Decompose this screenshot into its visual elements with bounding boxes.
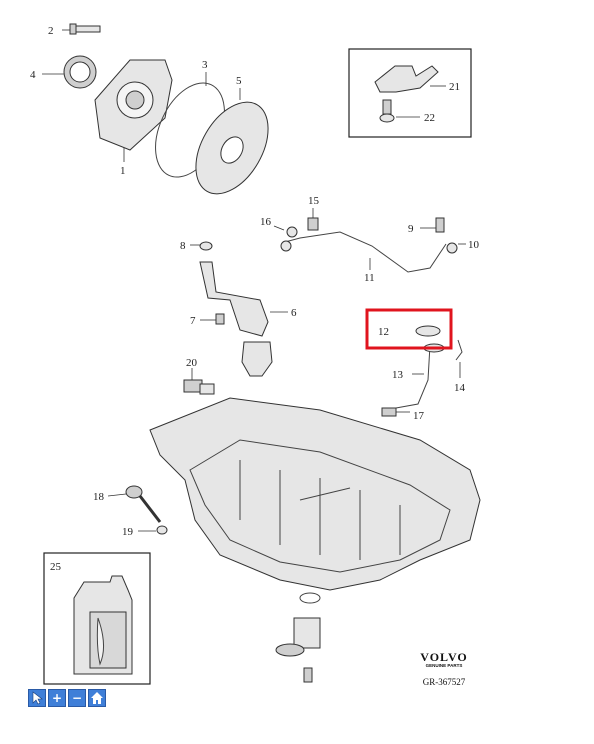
callout-21[interactable]: 21 bbox=[449, 81, 460, 93]
callout-19[interactable]: 19 bbox=[122, 526, 134, 538]
oil-pan-body[interactable] bbox=[149, 397, 481, 591]
bracket-part-21[interactable] bbox=[374, 65, 439, 93]
pickup-part-6[interactable] bbox=[199, 261, 269, 337]
volvo-logo: VOLVO bbox=[420, 650, 468, 664]
pointer-icon bbox=[32, 691, 43, 705]
washer-part-10[interactable] bbox=[446, 242, 458, 254]
bolt-part-17[interactable] bbox=[381, 407, 397, 417]
callout-17[interactable]: 17 bbox=[413, 410, 425, 422]
dipstick-assembly bbox=[107, 485, 168, 535]
callouts: 2 4 3 5 1 21 22 15 16 9 10 8 11 6 7 12 2… bbox=[30, 25, 480, 573]
seal-part-19[interactable] bbox=[156, 525, 168, 535]
bolt-part-2[interactable] bbox=[73, 25, 101, 33]
callout-9[interactable]: 9 bbox=[408, 223, 414, 235]
callout-25[interactable]: 25 bbox=[50, 561, 62, 573]
callout-2[interactable]: 2 bbox=[48, 25, 54, 37]
callout-20[interactable]: 20 bbox=[186, 357, 198, 369]
sensor-part-20[interactable] bbox=[183, 379, 203, 393]
bolt-part-9[interactable] bbox=[435, 217, 445, 233]
callout-7[interactable]: 7 bbox=[190, 315, 196, 327]
drain-bolt[interactable] bbox=[303, 667, 313, 683]
highlight-box bbox=[365, 308, 453, 350]
genuine-parts-tag: GENUINE PARTS bbox=[425, 663, 463, 668]
callout-12[interactable]: 12 bbox=[378, 326, 389, 338]
home-icon bbox=[91, 692, 103, 704]
callout-22[interactable]: 22 bbox=[424, 112, 435, 124]
inset-frame bbox=[348, 48, 472, 138]
callout-5[interactable]: 5 bbox=[236, 75, 242, 87]
pipe-part-13[interactable] bbox=[395, 344, 431, 409]
diagram-reference: GR-367527 bbox=[422, 677, 466, 687]
front-cover-assembly bbox=[42, 23, 269, 195]
oil-pan bbox=[149, 397, 481, 591]
pointer-button[interactable] bbox=[28, 689, 46, 707]
callout-16[interactable]: 16 bbox=[260, 216, 272, 228]
callout-13[interactable]: 13 bbox=[392, 369, 404, 381]
gasket-part-12[interactable] bbox=[415, 325, 441, 337]
sensor-assembly bbox=[183, 368, 215, 395]
zoom-out-button[interactable]: − bbox=[68, 689, 86, 707]
zoom-toolbar: + − bbox=[28, 689, 106, 707]
callout-15[interactable]: 15 bbox=[308, 195, 320, 207]
oil-pipe-assembly bbox=[273, 208, 466, 273]
inset-bracket bbox=[348, 48, 472, 138]
bolt-part-15[interactable] bbox=[307, 217, 319, 231]
callout-10[interactable]: 10 bbox=[468, 239, 480, 251]
drain-housing[interactable] bbox=[293, 617, 321, 649]
drain-assembly bbox=[275, 592, 321, 683]
callout-18[interactable]: 18 bbox=[93, 491, 105, 503]
volvo-brand: VOLVO GENUINE PARTS GR-367527 bbox=[412, 650, 476, 687]
dipstick-part-18[interactable] bbox=[125, 485, 143, 499]
callout-3[interactable]: 3 bbox=[202, 59, 208, 71]
callout-11[interactable]: 11 bbox=[364, 272, 375, 284]
callout-4[interactable]: 4 bbox=[30, 69, 36, 81]
callout-1[interactable]: 1 bbox=[120, 165, 126, 177]
clip-part-14[interactable] bbox=[455, 339, 463, 361]
callout-14[interactable]: 14 bbox=[454, 382, 466, 394]
washer-part-16a[interactable] bbox=[286, 226, 298, 238]
return-pipe-assembly bbox=[365, 308, 463, 417]
pipe-part-11[interactable] bbox=[284, 231, 447, 273]
washer-part-16b[interactable] bbox=[280, 240, 292, 252]
strainer bbox=[241, 341, 273, 377]
bolt-part-7[interactable] bbox=[215, 313, 225, 325]
callout-8[interactable]: 8 bbox=[180, 240, 186, 252]
home-button[interactable] bbox=[88, 689, 106, 707]
zoom-in-button[interactable]: + bbox=[48, 689, 66, 707]
inset-oil bbox=[43, 552, 151, 685]
callout-6[interactable]: 6 bbox=[291, 307, 297, 319]
o-ring[interactable] bbox=[299, 592, 321, 604]
seal-part-8[interactable] bbox=[199, 241, 213, 251]
pickup-assembly bbox=[190, 241, 288, 377]
bolt-part-22[interactable] bbox=[379, 113, 395, 123]
